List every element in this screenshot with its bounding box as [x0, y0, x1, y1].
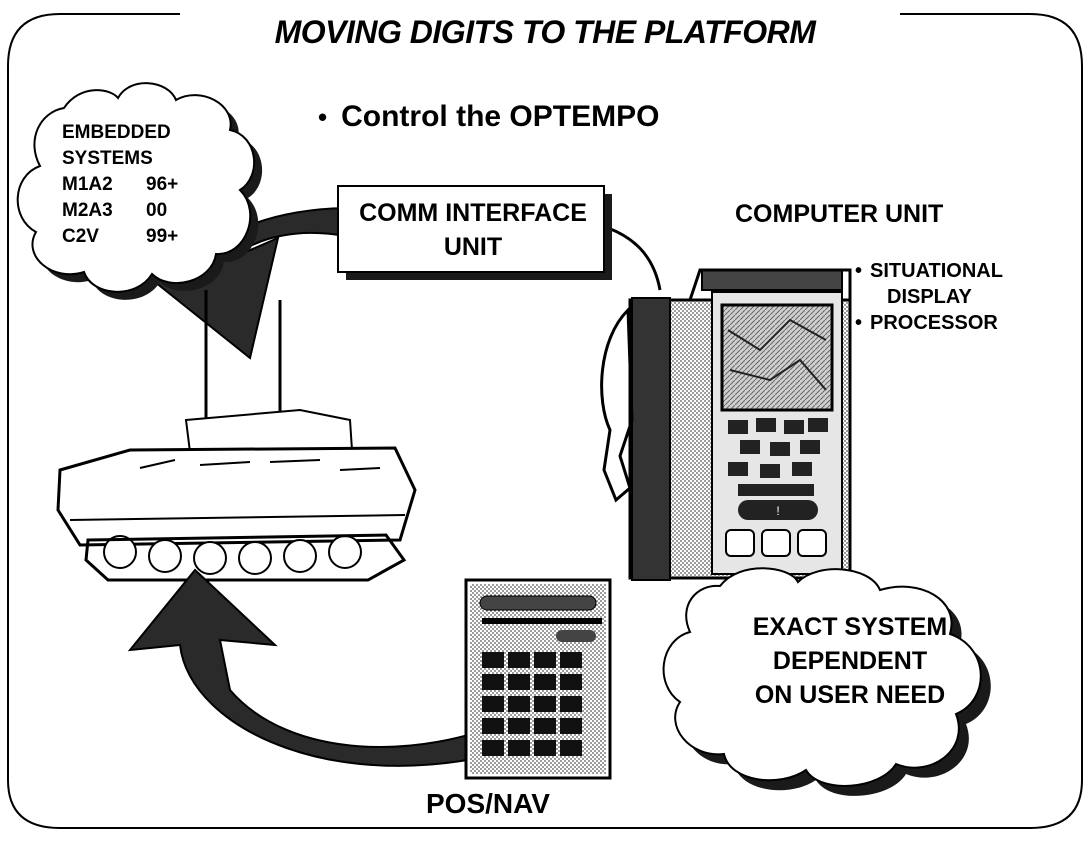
comm-interface-label: COMM INTERFACE UNIT	[338, 196, 608, 264]
track-wheels	[103, 535, 362, 575]
embedded-heading-line1: EMBEDDED	[62, 122, 171, 143]
cloud-note-line3: ON USER NEED	[754, 681, 946, 709]
arrow-posnav-to-vehicle	[127, 568, 522, 767]
computer-unit-bullet: •SITUATIONAL	[855, 260, 1003, 282]
embedded-system-name: C2V	[62, 226, 99, 247]
computer-unit-title: COMPUTER UNIT	[735, 200, 944, 228]
embedded-cloud	[16, 82, 263, 300]
bullet-text: PROCESSOR	[870, 312, 998, 334]
embedded-systems-label: EMBEDDED SYSTEMS M1A2 96+ M2A3 00 C2V 99…	[62, 120, 178, 250]
bullet-text: SITUATIONAL	[870, 260, 1003, 282]
embedded-system-name: M1A2	[62, 174, 113, 195]
diagram-title: MOVING DIGITS TO THE PLATFORM	[274, 14, 816, 50]
embedded-system-name: M2A3	[62, 200, 113, 221]
cloud-note-line1: EXACT SYSTEM	[752, 613, 948, 641]
embedded-system-year: 99+	[146, 226, 179, 247]
embedded-system-year: 96+	[146, 174, 179, 195]
note-cloud	[662, 567, 991, 796]
computer-unit-bullets: •SITUATIONAL DISPLAY •PROCESSOR	[855, 258, 1003, 336]
cloud-note-line2: DEPENDENT	[772, 647, 928, 675]
posnav-label: POS/NAV	[426, 788, 550, 819]
embedded-row: C2V 99+	[62, 224, 178, 250]
keypad	[728, 418, 828, 496]
embedded-system-year: 00	[146, 200, 168, 221]
comm-interface-line2: UNIT	[443, 233, 503, 261]
computer-unit-device: !	[600, 268, 852, 581]
embedded-heading-line2: SYSTEMS	[62, 148, 153, 169]
computer-unit-bullet-continued: DISPLAY	[887, 286, 972, 308]
computer-unit-bullet: •PROCESSOR	[855, 312, 998, 334]
cloud-note-text: EXACT SYSTEM DEPENDENT ON USER NEED	[700, 610, 1000, 712]
main-bullet: • Control the OPTEMPO	[318, 100, 659, 134]
posnav-keys	[482, 652, 582, 756]
bullet-dot: •	[318, 102, 328, 132]
comm-interface-line1: COMM INTERFACE	[359, 199, 587, 227]
vehicle-illustration	[56, 290, 417, 582]
comm-to-computer-line	[607, 226, 662, 291]
embedded-row: M1A2 96+	[62, 172, 178, 198]
frame-border	[7, 13, 1083, 829]
main-bullet-text: Control the OPTEMPO	[341, 100, 660, 133]
comm-interface-box	[337, 185, 612, 280]
embedded-row: M2A3 00	[62, 198, 178, 224]
svg-text:!: !	[776, 504, 779, 518]
posnav-device	[464, 578, 612, 780]
